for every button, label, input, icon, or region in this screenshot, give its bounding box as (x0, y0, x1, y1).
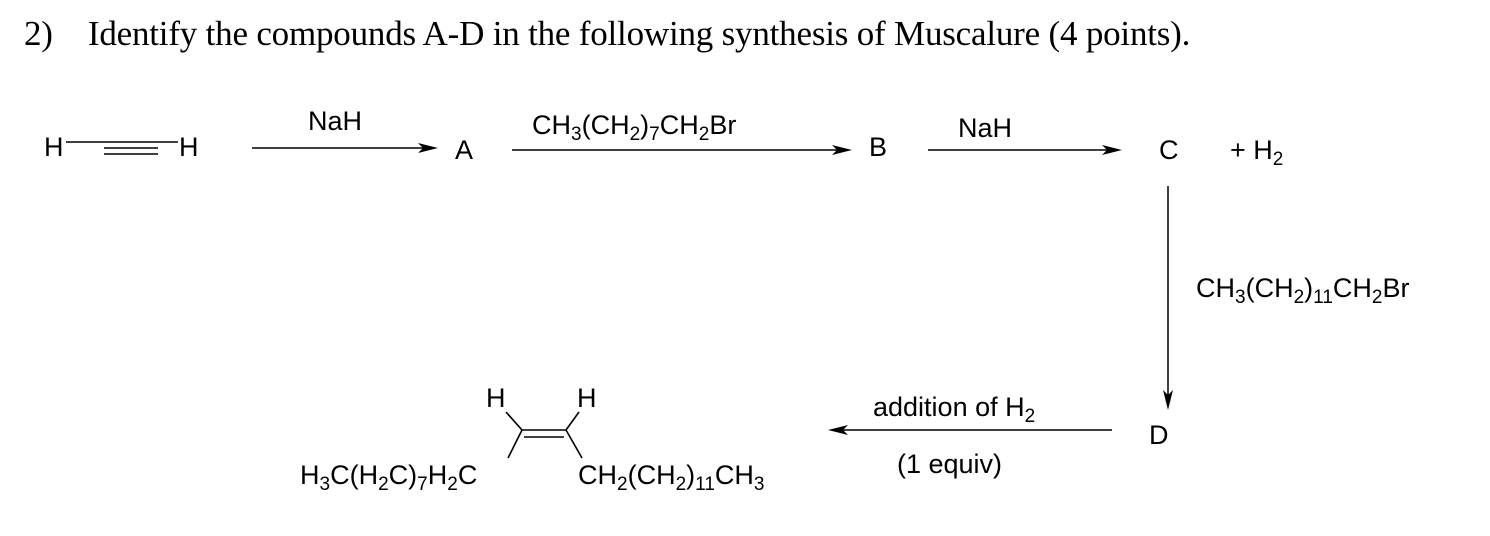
product-h-right: H (577, 383, 597, 413)
question-title: 2) Identify the compounds A-D in the fol… (24, 14, 1190, 54)
arrow-step5 (828, 425, 1112, 435)
step1-reagent: NaH (308, 106, 363, 136)
step3-reagent: NaH (958, 113, 1013, 143)
acetylene-left-h: H (44, 132, 64, 162)
step4-reagent: CH3(CH2)11CH2Br (1196, 273, 1410, 308)
arrow-step1 (252, 143, 438, 153)
arrow-step3 (928, 145, 1122, 155)
question-text: Identify the compounds A-D in the follow… (87, 14, 1191, 53)
compound-b: B (869, 132, 888, 162)
byproduct-h2: + H2 (1230, 135, 1284, 170)
product-left-group: H3C(H2C)7H2C (300, 460, 478, 495)
compound-d: D (1149, 420, 1169, 450)
step5-reagent-line2: (1 equiv) (897, 449, 1003, 479)
product-bonds (505, 411, 583, 459)
question-number: 2) (24, 14, 53, 53)
step2-reagent: CH3(CH2)7CH2Br (532, 110, 737, 145)
compound-a: A (455, 135, 474, 165)
compound-c: C (1159, 135, 1179, 165)
acetylene-right-h: H (179, 132, 199, 162)
step5-reagent-line1: addition of H2 (873, 392, 1036, 427)
arrow-step2 (512, 145, 852, 155)
arrow-step4 (1163, 186, 1173, 410)
product-h-left: H (486, 383, 506, 413)
triple-bond (66, 141, 178, 155)
product-right-group: CH2(CH2)11CH3 (578, 460, 765, 495)
